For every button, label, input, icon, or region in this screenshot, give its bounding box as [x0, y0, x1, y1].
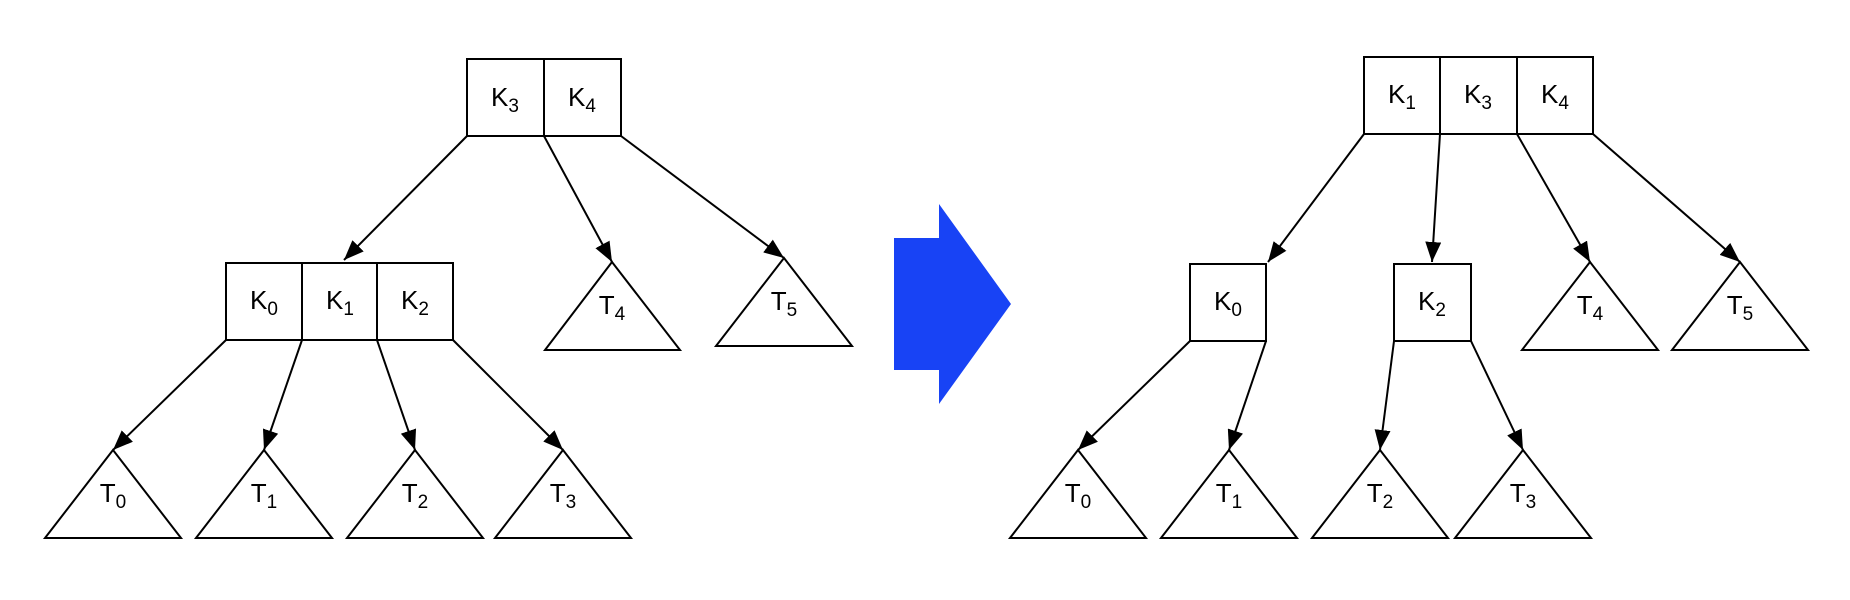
after-tree: K1 K3 K4 K0 K2 T0 T1 T2 T3 — [1007, 56, 1811, 539]
before-root-key-cell — [466, 58, 545, 137]
after-subtree: T3 — [1452, 448, 1594, 539]
after-right-child-key-label: K2 — [1418, 286, 1446, 321]
after-subtree-label: T5 — [1727, 290, 1753, 325]
before-subtree-label: T3 — [550, 478, 576, 513]
before-edge — [376, 339, 417, 451]
before-subtree: T3 — [492, 448, 634, 539]
before-subtree-label: T5 — [771, 286, 797, 321]
after-edge — [1516, 133, 1591, 263]
before-root-key-cell — [543, 58, 622, 137]
after-subtree-label: T3 — [1510, 478, 1536, 513]
after-subtree-label: T2 — [1367, 478, 1393, 513]
after-root-node: K1 K3 K4 — [1363, 56, 1594, 135]
before-edge — [343, 135, 468, 261]
after-edge — [1227, 340, 1267, 451]
before-edge — [620, 135, 785, 259]
before-child-node: K0 K1 K2 — [225, 262, 454, 341]
before-subtree-label: T4 — [599, 290, 626, 325]
after-subtree: T0 — [1007, 448, 1149, 539]
before-child-key-cell — [225, 262, 303, 341]
before-root-key-label: K4 — [568, 82, 596, 117]
after-edges — [1077, 133, 1741, 451]
after-root-key-cell — [1363, 56, 1441, 135]
after-subtree: T1 — [1158, 448, 1300, 539]
after-edge — [1592, 133, 1741, 263]
after-root-key-cell — [1516, 56, 1594, 135]
before-subtree: T5 — [713, 256, 855, 347]
after-subtree-label: T4 — [1577, 290, 1604, 325]
before-edge — [452, 339, 564, 451]
before-root-node: K3 K4 — [466, 58, 622, 137]
before-subtree: T2 — [344, 448, 486, 539]
before-subtree-label: T1 — [251, 478, 277, 513]
before-child-key-cell — [301, 262, 378, 341]
after-subtree-label: T0 — [1065, 478, 1091, 513]
before-edge — [112, 339, 227, 451]
after-edge — [1077, 340, 1191, 451]
before-child-key-label: K1 — [326, 285, 354, 320]
before-root-key-label: K3 — [491, 82, 519, 117]
before-child-key-label: K0 — [250, 285, 278, 320]
before-subtree: T1 — [193, 448, 335, 539]
before-child-key-label: K2 — [401, 285, 429, 320]
after-edge — [1374, 340, 1395, 451]
before-child-key-cell — [376, 262, 454, 341]
before-edge — [543, 135, 613, 263]
after-subtree: T4 — [1519, 260, 1661, 351]
after-root-key-label: K4 — [1541, 79, 1569, 114]
after-left-child-key-label: K0 — [1214, 286, 1242, 321]
after-root-key-label: K1 — [1388, 79, 1416, 114]
before-edges — [112, 135, 785, 451]
right-arrow-icon — [894, 204, 1011, 404]
before-subtree-label: T2 — [402, 478, 428, 513]
before-subtree: T0 — [42, 448, 184, 539]
after-left-child-node: K0 — [1189, 263, 1267, 342]
before-subtree: T4 — [542, 260, 683, 351]
after-subtree-label: T1 — [1216, 478, 1242, 513]
after-left-child-key-cell — [1189, 263, 1267, 342]
after-right-child-key-cell — [1393, 263, 1472, 342]
after-subtree: T5 — [1669, 260, 1811, 351]
after-subtree: T2 — [1309, 448, 1451, 539]
after-edge — [1470, 340, 1524, 451]
after-right-child-node: K2 — [1393, 263, 1472, 342]
after-edge — [1425, 133, 1442, 263]
before-tree: K3 K4 K0 K1 K2 T0 T1 T2 T3 — [42, 58, 855, 539]
before-edge — [262, 339, 303, 451]
before-subtree-label: T0 — [100, 478, 126, 513]
after-edge — [1267, 133, 1365, 263]
after-root-key-cell — [1439, 56, 1518, 135]
after-root-key-label: K3 — [1464, 79, 1492, 114]
